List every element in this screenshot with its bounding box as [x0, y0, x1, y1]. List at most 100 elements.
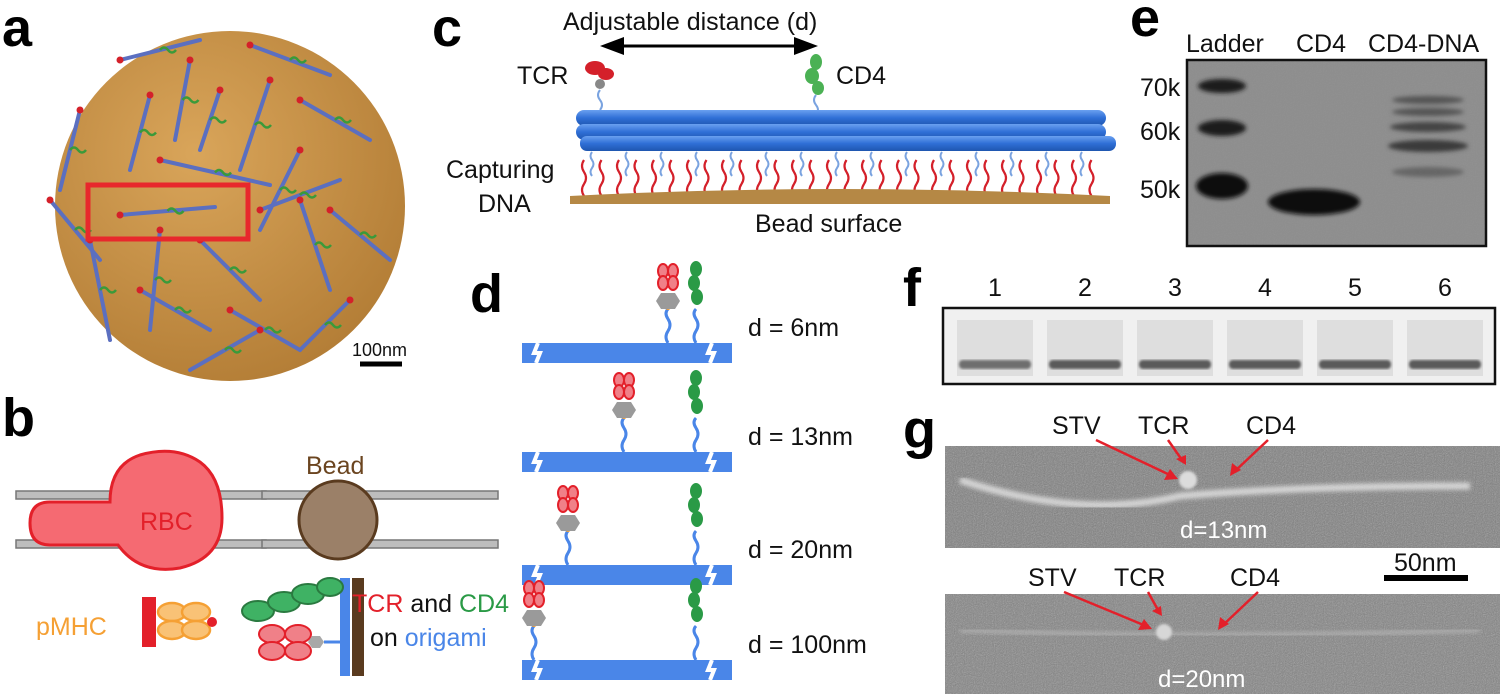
- g-top-arrowheads: [1164, 455, 1241, 480]
- break-mark-right: [705, 659, 717, 681]
- tcr-domain: [523, 592, 535, 608]
- pmhc-molecule: [156, 601, 212, 641]
- tcr-dot: [186, 56, 194, 64]
- handle-strand: [1044, 151, 1050, 177]
- panel-c: Adjustable distance (d) TCR CD4 Capturin…: [446, 8, 1116, 238]
- tcr-dot: [46, 196, 54, 204]
- rbc-shape: [28, 449, 224, 571]
- bead-label: Bead: [306, 452, 364, 480]
- g-bottom-arrows: [1063, 590, 1259, 628]
- cd4-squiggle: [69, 146, 87, 154]
- capture-strand: [720, 159, 728, 197]
- cd4-squiggle: [166, 207, 185, 215]
- tcr-dot: [226, 306, 234, 314]
- g-top-cd4: CD4: [1246, 412, 1296, 440]
- cd4-domain: [688, 592, 700, 608]
- capture-strand: [615, 159, 623, 197]
- gel-f-band: [1319, 360, 1391, 369]
- panel-label-b: b: [2, 388, 35, 448]
- cd4-squiggle: [214, 168, 232, 177]
- tcr-domain: [613, 384, 625, 400]
- gel-e-lane-ladder: Ladder: [1186, 30, 1264, 58]
- cd4-c: [805, 54, 824, 116]
- tcr-domain: [557, 497, 569, 513]
- cd4-squiggle: [99, 286, 117, 294]
- capture-strand: [1053, 159, 1060, 197]
- tcr-domain: [533, 592, 545, 608]
- cd4-squiggle: [209, 116, 227, 124]
- handle-strand: [904, 151, 910, 177]
- gel-f-band: [1229, 360, 1301, 369]
- gel-f-lane-label: 4: [1258, 274, 1272, 302]
- cd4-domain: [691, 289, 703, 305]
- cd4-squiggle: [314, 241, 332, 249]
- tcr-domain: [623, 384, 635, 400]
- capture-strand: [1088, 159, 1095, 197]
- scale-bar-g-label: 50nm: [1394, 549, 1457, 577]
- break-mark-right: [705, 342, 717, 364]
- stv-d: [656, 293, 680, 309]
- channel-bottom-right: [261, 539, 499, 549]
- caption-line1: TCR and CD4: [352, 590, 509, 618]
- tcr-domain: [567, 497, 579, 513]
- caption-and: and: [403, 590, 459, 618]
- bundle-tube-3: [580, 136, 1116, 151]
- cd4-linker-d: [692, 307, 700, 344]
- caption-on: on: [370, 624, 405, 652]
- tcr-dot: [116, 211, 124, 219]
- caption-cd4: CD4: [459, 590, 509, 618]
- panel-g: STV TCR CD4 d=13nm STV TCR CD4 d=20nm: [945, 412, 1500, 694]
- highlight-box: [85, 182, 251, 242]
- panel-label-a: a: [2, 0, 33, 58]
- break-mark-left: [531, 342, 543, 364]
- cd4-domain: [688, 384, 700, 400]
- tcr-dot: [296, 146, 304, 154]
- handle-strand: [589, 151, 595, 177]
- handle-strand: [659, 151, 665, 177]
- distance-row-label: d = 13nm: [748, 423, 853, 451]
- tcr-dot: [326, 206, 334, 214]
- break-mark-right: [705, 564, 717, 586]
- capture-strand: [685, 159, 693, 197]
- tcr-dot: [116, 56, 124, 64]
- capturing-label-2: DNA: [478, 190, 531, 218]
- handle-strand: [974, 151, 980, 177]
- bead-icon: [297, 479, 379, 561]
- tcr-dot: [76, 106, 84, 114]
- capture-strand: [1035, 159, 1043, 197]
- capture-strand: [965, 159, 973, 197]
- tcr-dot: [266, 76, 274, 84]
- origami-strip: [522, 565, 732, 585]
- cd4-domain: [690, 578, 702, 594]
- break-mark-left: [531, 451, 543, 473]
- gel-f-lane-label: 6: [1438, 274, 1452, 302]
- tcr-dot: [216, 86, 224, 94]
- cd4-squiggle: [264, 326, 282, 334]
- stv-d: [556, 515, 580, 531]
- capture-strand: [1000, 159, 1008, 197]
- g-bottom-cd4: CD4: [1230, 564, 1280, 592]
- tem-bottom-stv: [1156, 624, 1172, 640]
- tcr-dot: [136, 286, 144, 294]
- capture-strand: [983, 159, 990, 197]
- stv-d: [612, 402, 636, 418]
- caption-tcr: TCR: [352, 590, 403, 618]
- cd4-squiggle: [154, 276, 172, 284]
- cd4-squiggle: [224, 346, 242, 354]
- distance-row-label: d = 100nm: [748, 631, 867, 659]
- capture-strand: [650, 159, 658, 197]
- tcr-molecule: [258, 624, 312, 661]
- cd4-squiggle: [279, 186, 297, 194]
- gel-f-band: [1139, 360, 1211, 369]
- tcr-dot: [346, 296, 354, 304]
- handle-strand: [764, 151, 770, 177]
- panel-b: RBC Bead pMHC: [15, 449, 509, 676]
- marker-70k: 70k: [1140, 74, 1181, 102]
- capture-strand: [580, 159, 588, 197]
- capture-strand: [668, 159, 675, 197]
- cd4-squiggle: [359, 231, 377, 239]
- tcr-dot: [146, 91, 154, 99]
- gel-f: [941, 306, 1497, 386]
- cd4-squiggle: [181, 96, 200, 104]
